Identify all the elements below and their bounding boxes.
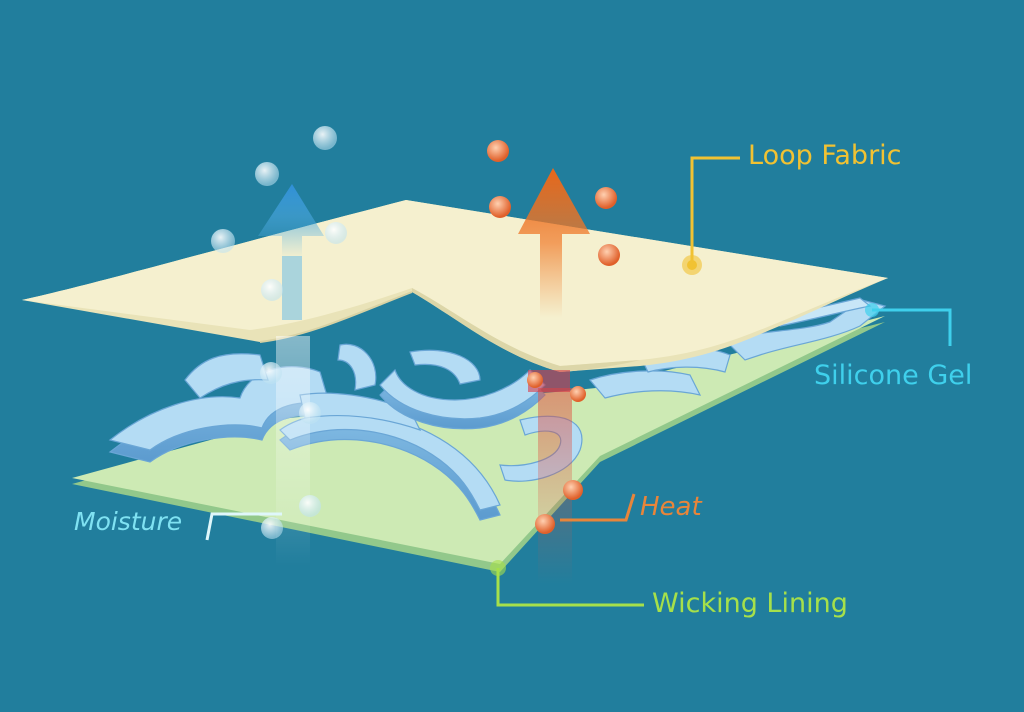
heat-particle <box>535 514 555 534</box>
loop-fabric-label: Loop Fabric <box>748 140 902 171</box>
heat-particle <box>487 140 509 162</box>
heat-particle <box>570 386 586 402</box>
moisture-droplet <box>211 229 235 253</box>
moisture-label: Moisture <box>74 507 183 536</box>
moisture-droplet <box>261 279 283 301</box>
moisture-droplet <box>313 126 337 150</box>
moisture-droplet <box>255 162 279 186</box>
heat-particle <box>598 244 620 266</box>
moisture-droplet <box>299 402 321 424</box>
heat-label: Heat <box>640 492 702 522</box>
moisture-droplet <box>261 517 283 539</box>
moisture-droplet <box>299 495 321 517</box>
loop-fabric-layer <box>22 200 888 372</box>
wicking-lining-label: Wicking Lining <box>652 588 848 619</box>
moisture-droplet <box>260 362 282 384</box>
moisture-bubbles <box>211 126 347 539</box>
silicone-gel-callout <box>865 303 952 346</box>
moisture-arrow-up <box>258 184 324 258</box>
heat-particle <box>595 187 617 209</box>
heat-particle <box>563 480 583 500</box>
heat-particle <box>527 372 543 388</box>
moisture-callout <box>205 512 282 541</box>
wicking-lining-callout <box>490 560 644 607</box>
silicone-gel-layer <box>108 297 887 521</box>
silicone-gel-label: Silicone Gel <box>814 360 973 391</box>
heat-particle <box>489 196 511 218</box>
heat-callout <box>560 493 636 522</box>
heat-bubbles <box>487 140 620 534</box>
loop-fabric-callout <box>682 156 740 275</box>
moisture-droplet <box>325 222 347 244</box>
heat-arrow-up <box>518 168 590 318</box>
